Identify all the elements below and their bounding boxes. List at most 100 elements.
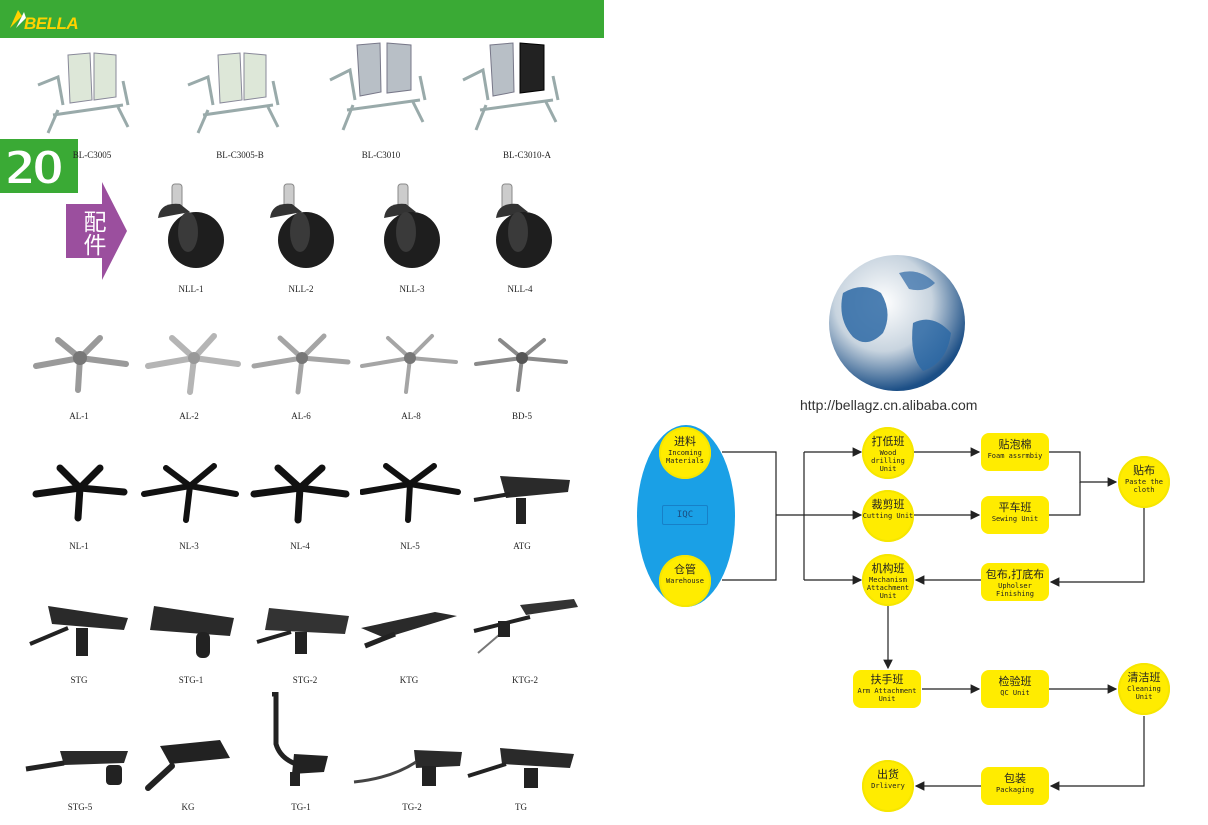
item-code: NL-1 [69,541,89,551]
bench-chair-icon [462,42,560,131]
item-code: STG-5 [67,802,93,812]
node-sublabel: Packaging [996,786,1034,794]
item-code: BL-C3010 [361,150,401,160]
tilt-mechanism-icon [272,692,328,786]
item-code: AL-1 [69,411,89,421]
node-sublabel: Paste the cloth [1125,478,1163,494]
page-number: 20 [3,140,65,196]
caster-wheel-icon [270,183,334,268]
item-code: STG-1 [178,675,204,685]
nylon-base-icon [32,464,128,522]
product-caster[interactable] [488,182,598,277]
item-code: ATG [513,541,531,551]
bella-logo: BELLA [10,10,79,34]
node-sublabel: Cutting Unit [862,512,914,520]
item-code: TG-1 [291,802,311,812]
product-caster[interactable] [150,182,260,277]
caster-wheel-icon [158,183,224,268]
item-code: STG-2 [292,675,318,685]
product-chair[interactable] [28,45,138,140]
item-code: NL-3 [179,541,199,551]
item-code: AL-8 [401,411,421,421]
item-code: NL-4 [290,541,310,551]
arrow-icon [66,182,127,280]
tilt-mechanism-icon [150,606,234,658]
item-code: KG [181,802,195,812]
node-label: 包布,打底布 [985,568,1045,581]
node-label: 平车班 [998,501,1032,514]
section-tag: 配件 [79,210,105,256]
node-label: 检验班 [998,675,1032,688]
nylon-base-icon [250,464,350,524]
product-caster[interactable] [262,182,372,277]
node-label: 清洁班 [1127,671,1161,684]
node-sublabel: Arm Attachment Unit [857,687,917,703]
item-code: BL-C3005 [72,150,112,160]
iqc-box[interactable]: IQC [662,505,708,525]
product-caster[interactable] [376,182,486,277]
caster-wheel-icon [496,183,552,268]
node-label: 打低班 [871,435,905,448]
tilt-mechanism-icon [467,748,574,788]
tilt-mechanism-icon [473,599,578,654]
item-code: AL-2 [179,411,199,421]
globe-icon [829,255,965,391]
node-sublabel: Sewing Unit [991,515,1039,523]
item-code: TG-2 [402,802,422,812]
aluminium-base-icon [474,338,568,392]
tilt-mechanism-icon [361,612,457,649]
item-code: AL-6 [291,411,311,421]
item-code: BL-C3010-A [503,150,551,160]
item-code: NL-5 [400,541,420,551]
product-chair[interactable] [458,40,568,135]
tilt-mechanism-icon [256,608,349,654]
item-code: NLL-2 [288,284,314,294]
node-label: 机构班 [871,562,905,575]
catalog-page: BELLA 20 配件 BL-C3005 BL-C3005-B BL-C3010… [0,0,604,812]
item-code: TG [515,802,527,812]
item-code: KTG [399,675,419,685]
node-sublabel: Wood drilling Unit [871,449,905,473]
nylon-base-icon [360,463,461,523]
item-code: STG [70,675,88,685]
logo-leaf-icon [10,10,26,28]
node-label: 贴泡棉 [998,438,1032,451]
bench-chair-icon [329,42,427,131]
node-sublabel: Drlivery [871,782,905,790]
product-chair[interactable] [178,45,288,140]
node-label: 裁剪班 [871,498,905,511]
page-header: BELLA [0,0,604,38]
aluminium-base-icon [33,335,129,393]
item-code: BD-5 [512,411,532,421]
node-sublabel: QC Unit [1000,689,1030,697]
node-sublabel: Incoming Materials [666,449,704,465]
node-label: 包装 [1004,772,1026,785]
item-code: NLL-1 [178,284,204,294]
aluminium-base-icon [145,333,241,395]
node-sublabel: Foam assrmbiy [987,452,1043,460]
aluminium-base-icon [251,333,351,395]
product-chair[interactable] [325,40,435,135]
node-label: 出货 [877,768,899,781]
node-sublabel: Warehouse [666,577,704,585]
nylon-base-icon [141,463,239,523]
node-label: 进料 [674,435,696,448]
brand-text: BELLA [24,14,79,33]
bench-chair-icon [37,52,130,134]
website-url[interactable]: http://bellagz.cn.alibaba.com [800,397,978,413]
